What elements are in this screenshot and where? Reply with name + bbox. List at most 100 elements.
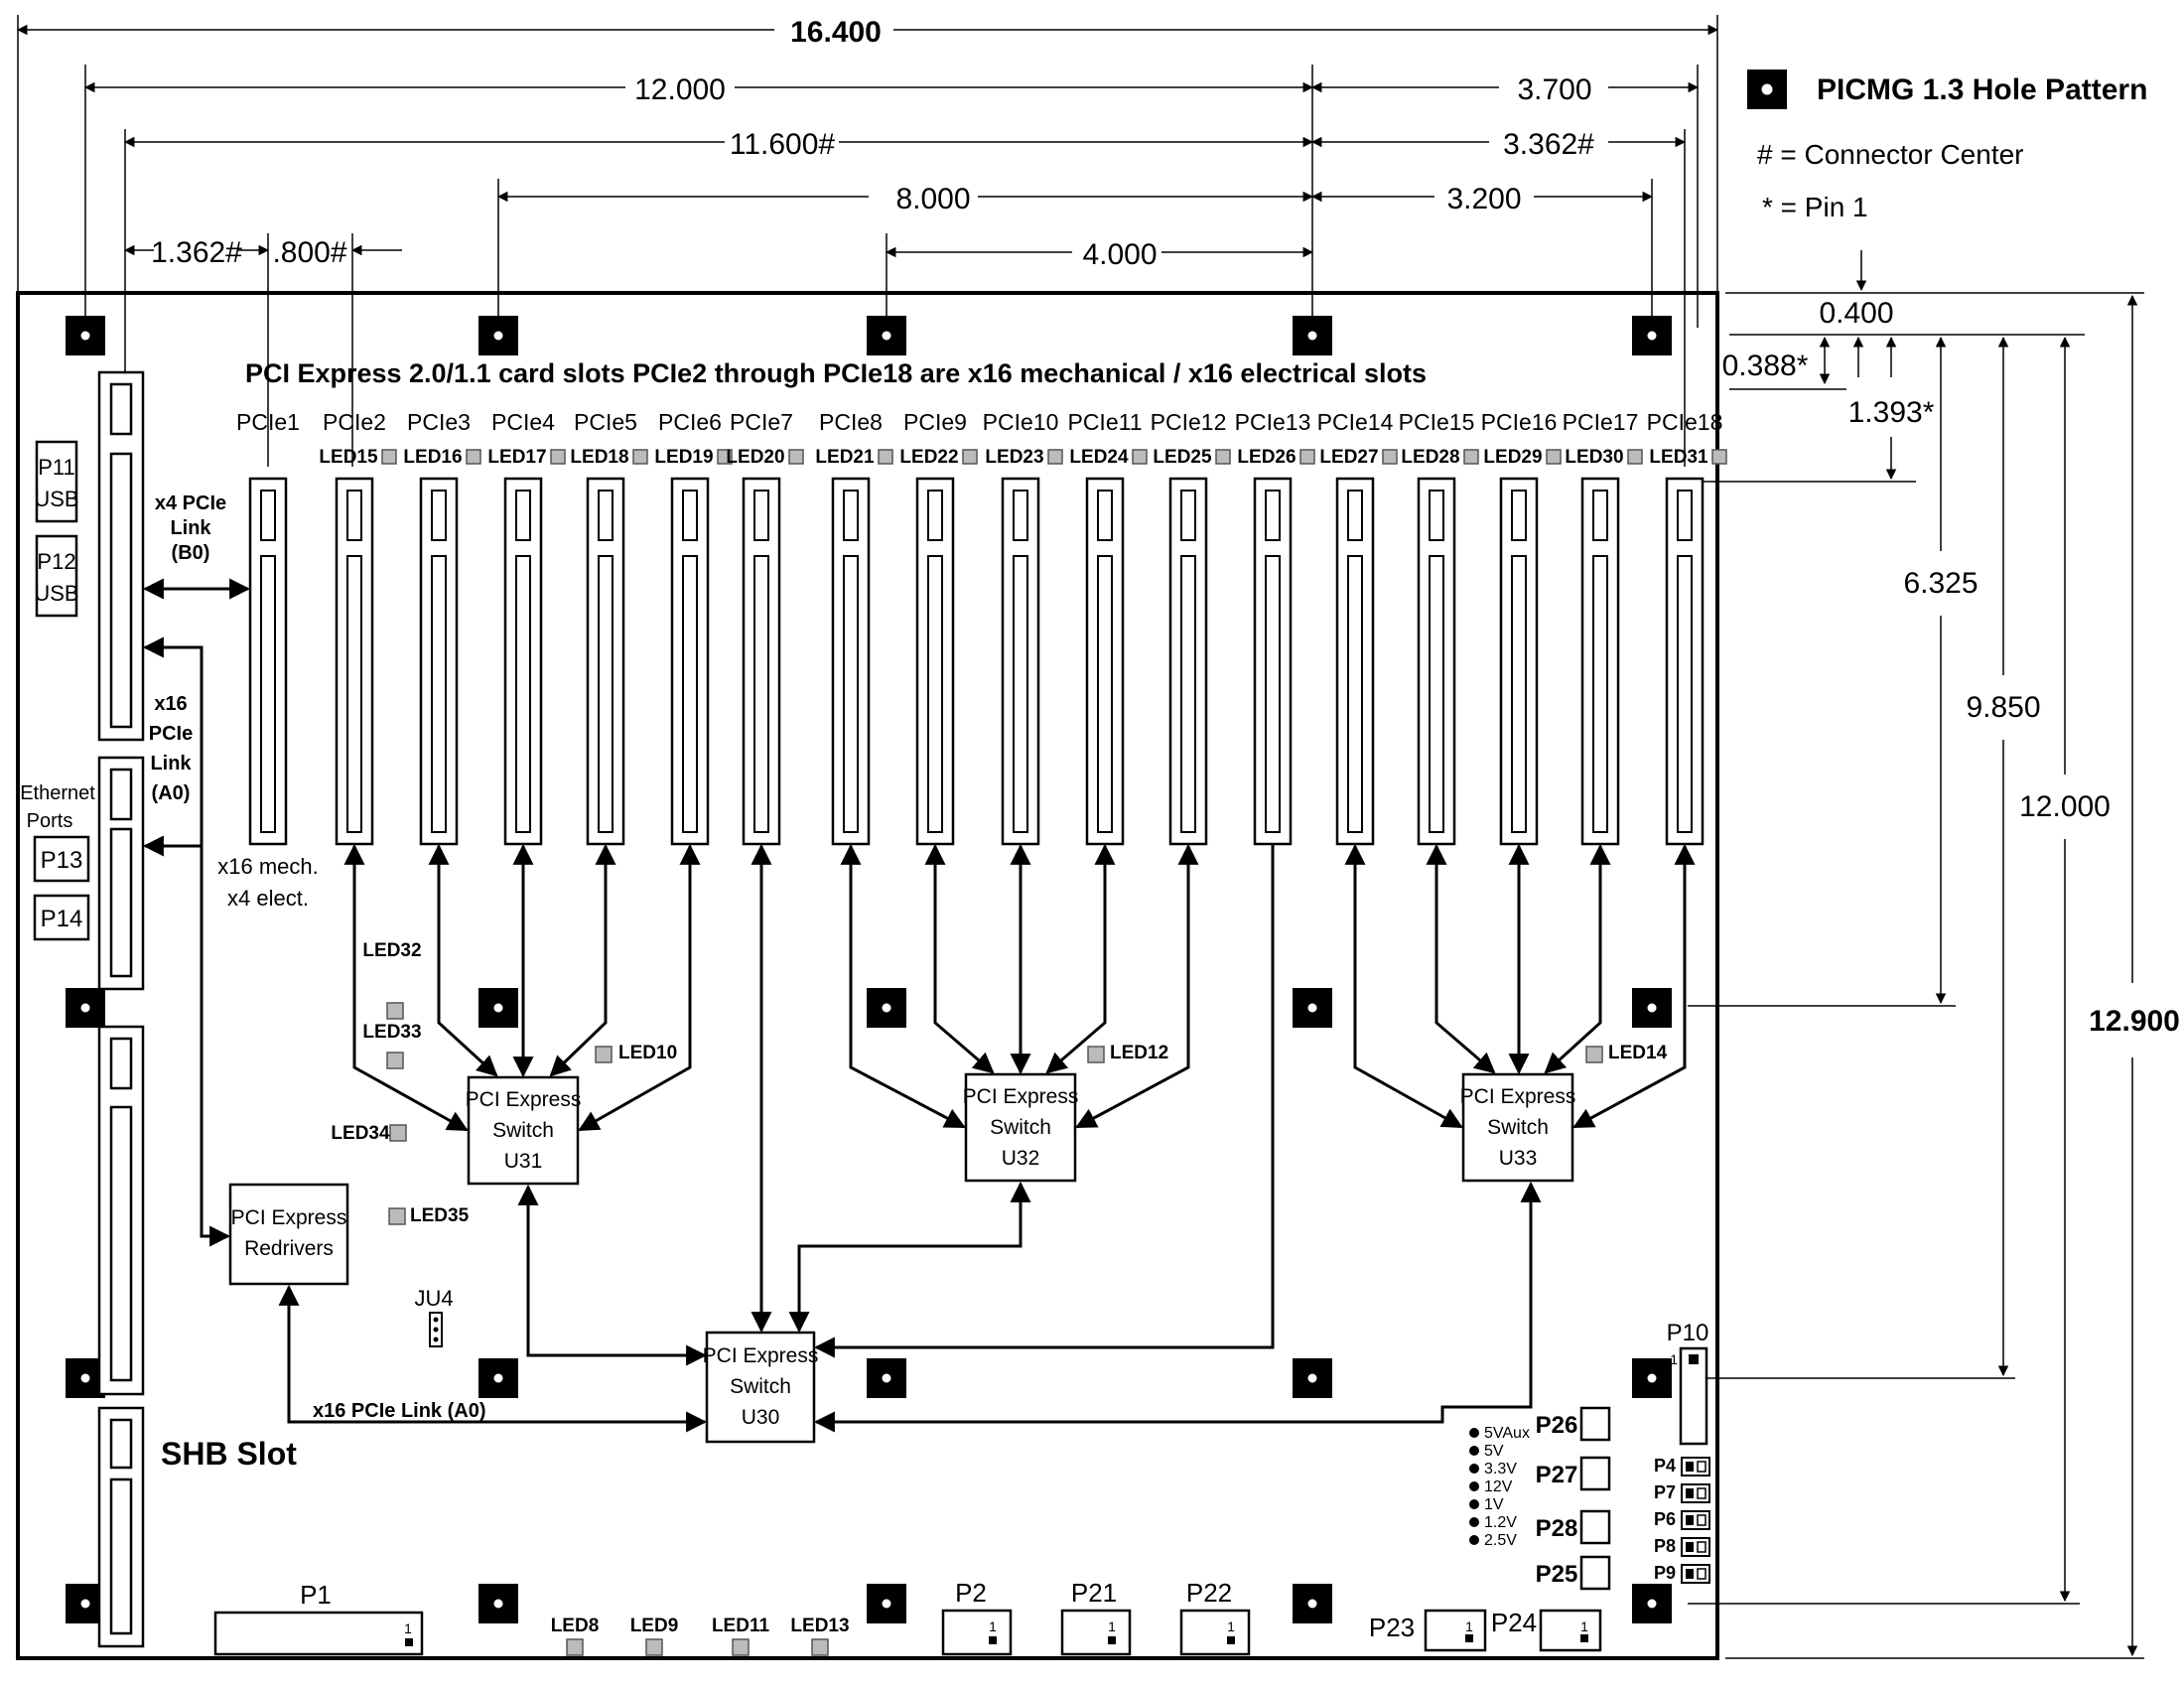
u32-label-2: Switch (990, 1116, 1051, 1139)
slot-key-long (1180, 555, 1196, 833)
p26-label: P26 (1536, 1412, 1578, 1439)
led9-label: LED9 (630, 1616, 679, 1636)
u30-label: PCI Express (703, 1344, 819, 1367)
slot-key-short (1265, 490, 1281, 541)
slot-key-long (1013, 555, 1028, 833)
slot-key-long (1429, 555, 1444, 833)
slot-led-label: LED20 (726, 447, 784, 468)
mounting-hole-center (79, 330, 91, 342)
led10-indicator (595, 1046, 613, 1063)
led13-indicator (811, 1638, 829, 1656)
p8-pin (1686, 1542, 1694, 1552)
led34-label: LED34 (331, 1123, 390, 1144)
dim-9-850: 9.850 (1966, 691, 2040, 724)
slot-key-long (753, 555, 769, 833)
led-indicator (550, 449, 566, 465)
p9-pin (1686, 1569, 1694, 1579)
p22-label: P22 (1186, 1578, 1232, 1608)
led-indicator (381, 449, 397, 465)
slot-key-short (1592, 490, 1608, 541)
p9-label: P9 (1654, 1563, 1676, 1583)
redrivers-label: PCI Express (231, 1206, 347, 1229)
p25-connector (1579, 1555, 1611, 1591)
led-indicator (717, 449, 733, 465)
usb-ports: P11 USB P12 USB (34, 440, 79, 618)
switch-u32 (964, 1072, 1077, 1183)
slot-led-label: LED16 (403, 447, 462, 468)
mounting-hole-center (1646, 1372, 1658, 1384)
p2-label: P2 (955, 1578, 987, 1608)
p21-label: P21 (1071, 1578, 1117, 1608)
voltage-dot-icon (1469, 1535, 1479, 1545)
slot-key-long (598, 555, 614, 833)
slot-name-label: PCIe12 (1151, 409, 1227, 435)
u31-label-3: U31 (504, 1150, 543, 1173)
slot-key-short (1429, 490, 1444, 541)
p4-label: P4 (1654, 1456, 1676, 1476)
p1-label: P1 (300, 1580, 332, 1610)
led14-label: LED14 (1608, 1043, 1668, 1063)
vertical-dimensions (1688, 250, 2144, 1659)
led32-indicator (386, 1002, 404, 1020)
led9-indicator (645, 1638, 663, 1656)
shb-slot-label: SHB Slot (161, 1436, 297, 1472)
slot-name-label: PCIe15 (1399, 409, 1475, 435)
slot-key-short (1180, 490, 1196, 541)
p24-pin1: 1 (1580, 1618, 1588, 1634)
led11-indicator (732, 1638, 750, 1656)
u30-label-3: U30 (742, 1406, 780, 1429)
mounting-hole-center (1306, 1372, 1318, 1384)
led33-label: LED33 (362, 1022, 421, 1043)
p11-usb-port (35, 440, 78, 523)
slot-led-label: LED19 (654, 447, 713, 468)
pcie-links (142, 578, 1696, 1433)
led33-indicator (386, 1052, 404, 1069)
slot-key-short (927, 490, 943, 541)
led10-label: LED10 (618, 1043, 677, 1063)
slot-name-label: PCIe16 (1481, 409, 1558, 435)
led-indicator (788, 449, 804, 465)
slot-led-label: LED15 (319, 447, 378, 468)
board-outline (16, 291, 1719, 1660)
x16-link-label-4: (A0) (152, 782, 191, 804)
led-indicator (1627, 449, 1643, 465)
led11-label: LED11 (712, 1616, 770, 1636)
mounting-hole-center (492, 1372, 504, 1384)
x4-link-label: x4 PCIe (155, 492, 226, 514)
x4-link-label-2: Link (170, 517, 211, 539)
voltage-label: 1.2V (1484, 1514, 1517, 1531)
slot-led-label: LED18 (570, 447, 628, 468)
slot-led-label: LED23 (985, 447, 1043, 468)
slot-key-long (346, 555, 362, 833)
legend-hole-pattern: PICMG 1.3 Hole Pattern (1817, 73, 2147, 106)
led12-label: LED12 (1110, 1043, 1168, 1063)
slot-key-long (1592, 555, 1608, 833)
u32-label: PCI Express (963, 1085, 1079, 1108)
slot-key-short (1677, 490, 1693, 541)
voltage-dot-icon (1469, 1428, 1479, 1438)
slot-key-long (260, 555, 276, 833)
p7-label: P7 (1654, 1482, 1676, 1502)
p10-pin1: 1 (1670, 1351, 1678, 1367)
voltage-label: 5VAux (1484, 1425, 1530, 1442)
led-indicator (1047, 449, 1063, 465)
slot-name-label: PCIe2 (323, 409, 386, 435)
mounting-hole-center (1306, 330, 1318, 342)
switch-u30 (705, 1331, 816, 1444)
bottom-connectors: P1 1 P2 1 P21 1 P22 1 P23 1 P24 1 (213, 1578, 1602, 1656)
x4-link-label-3: (B0) (172, 542, 210, 564)
slot-key-short (843, 490, 859, 541)
mounting-hole-center (1646, 330, 1658, 342)
switch-u31 (467, 1075, 580, 1186)
p13-ethernet-port (33, 835, 90, 883)
led-indicator (878, 449, 893, 465)
p23-connector (1424, 1609, 1487, 1652)
